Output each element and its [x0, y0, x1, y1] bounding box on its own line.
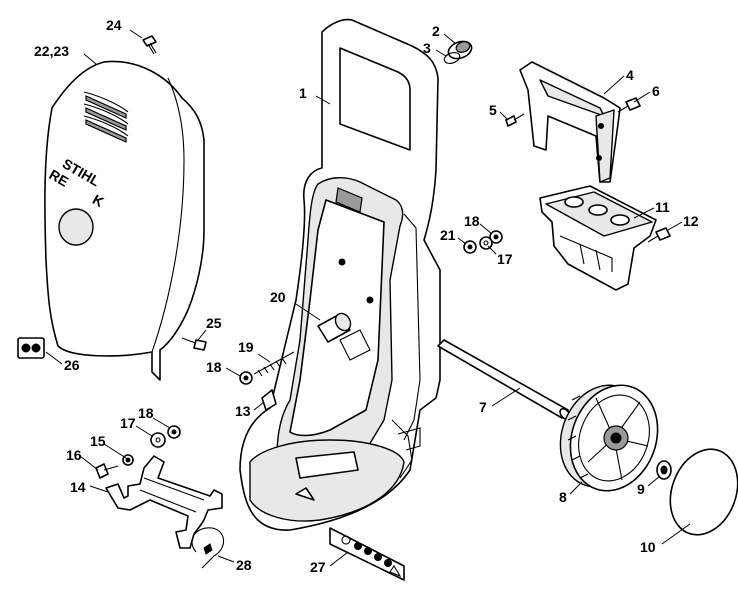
callout-25: 25	[206, 315, 222, 331]
callout-7: 7	[479, 399, 487, 415]
screw-25-part	[181, 337, 207, 351]
cable-tie-28-part	[191, 527, 225, 569]
hub-cap-10-part	[669, 448, 738, 536]
threaded-rod-19-part	[253, 351, 295, 377]
nut-washer-cluster-right	[463, 230, 503, 254]
bushing-20-part	[317, 312, 352, 343]
o-ring-3-part	[443, 52, 461, 64]
callout-21: 21	[440, 227, 456, 243]
callout-18-lower: 18	[138, 405, 154, 421]
callout-17-lower: 17	[120, 415, 136, 431]
callout-labels: 1 2 3 4 5 6 7 8 9 10 11 12 13 14 15 16 1…	[34, 17, 699, 575]
callout-5: 5	[489, 102, 497, 118]
nut-18-left-part	[239, 371, 253, 385]
housing-frame-part	[239, 18, 441, 531]
callout-18-left: 18	[206, 359, 222, 375]
handle-bracket-part	[519, 61, 621, 183]
callout-19: 19	[238, 339, 254, 355]
callout-1: 1	[299, 85, 307, 101]
cap-2-part	[447, 40, 473, 60]
callout-24: 24	[106, 17, 122, 33]
callout-11: 11	[655, 199, 670, 215]
callout-8: 8	[559, 489, 567, 505]
screw-16-part	[95, 463, 119, 479]
callout-18-right: 18	[464, 213, 480, 229]
leader-lines	[45, 29, 691, 567]
plug-26-part	[17, 337, 45, 359]
front-cover-part: STIHL RE K	[44, 60, 205, 381]
screw-5-part	[505, 113, 525, 127]
callout-16: 16	[66, 447, 82, 463]
callout-15: 15	[90, 433, 106, 449]
callout-17-right: 17	[497, 251, 513, 267]
hook-bracket-14-part	[105, 455, 223, 549]
callout-2: 2	[432, 23, 440, 39]
axle-7-part	[437, 339, 571, 421]
callout-28: 28	[236, 557, 252, 573]
wheel-8-part	[559, 384, 659, 492]
callout-13: 13	[235, 403, 251, 419]
callout-26: 26	[64, 357, 80, 373]
callout-4: 4	[626, 67, 634, 83]
callout-6: 6	[652, 83, 660, 99]
callout-20: 20	[270, 289, 286, 305]
label-strip-27-part	[329, 527, 405, 581]
callout-27: 27	[310, 559, 326, 575]
screw-24-part	[142, 35, 157, 55]
screw-12-part	[647, 227, 671, 243]
callout-10: 10	[640, 539, 656, 555]
callout-22-23: 22,23	[34, 43, 69, 59]
washer-17-part	[150, 432, 166, 448]
callout-3: 3	[423, 40, 431, 56]
callout-9: 9	[637, 481, 645, 497]
callout-12: 12	[683, 213, 699, 229]
callout-14: 14	[70, 479, 86, 495]
nozzle-holder-part	[539, 185, 657, 291]
nut-9-part	[656, 460, 672, 480]
nut-18-lower-part	[167, 425, 181, 439]
clip-13-part	[261, 389, 277, 411]
